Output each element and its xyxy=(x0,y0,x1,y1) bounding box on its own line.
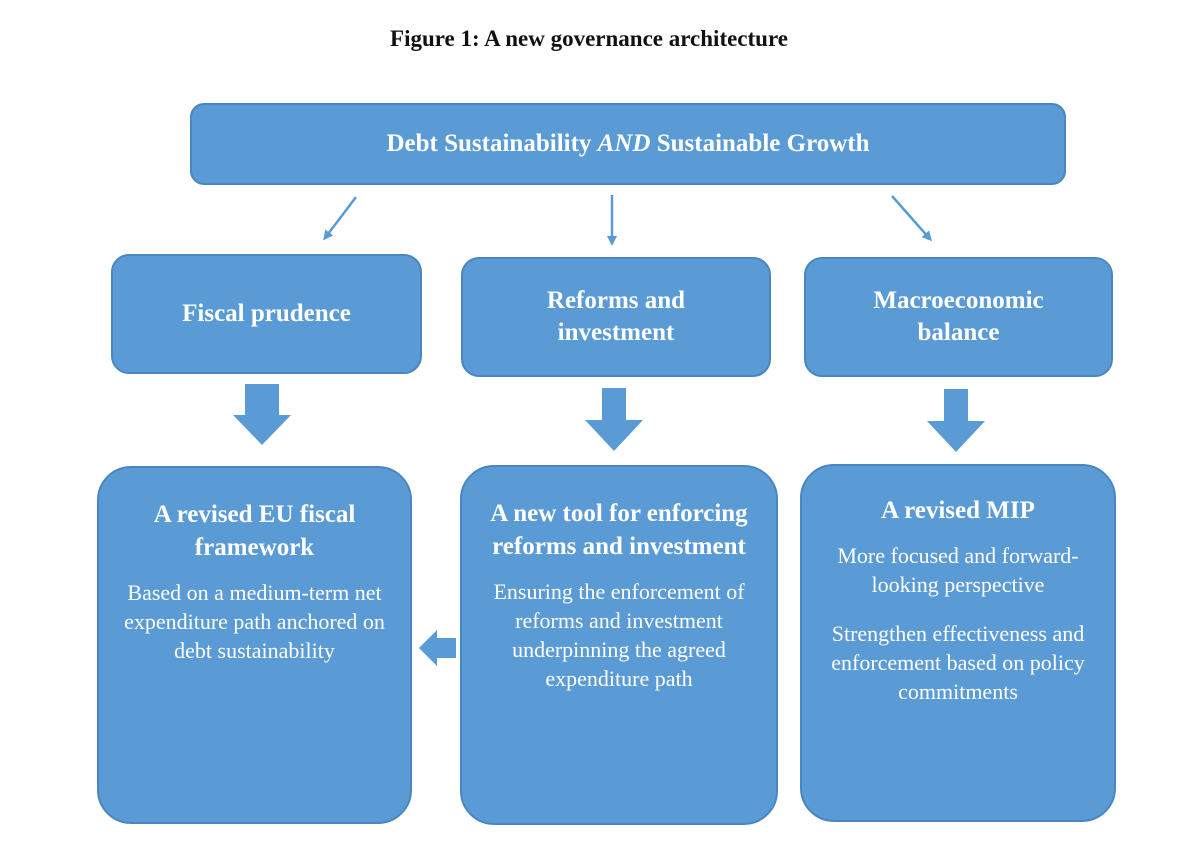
outcome-description: Ensuring the enforcement of reforms and … xyxy=(493,579,745,691)
outcome-title: A revised MIP xyxy=(881,497,1035,524)
thin-arrow-to-macro-balance xyxy=(891,195,932,242)
outcome-revised-fiscal-framework: A revised EU fiscal framework Based on a… xyxy=(97,466,412,824)
pillar-label: Fiscal prudence xyxy=(182,300,351,327)
pillar-reforms-investment: Reforms and investment xyxy=(461,257,771,377)
block-arrow-down-2 xyxy=(585,388,643,451)
outcome-title: A new tool for enforcing reforms and inv… xyxy=(490,500,748,560)
top-goal-label: Debt Sustainability AND Sustainable Grow… xyxy=(387,128,870,160)
top-goal-box: Debt Sustainability AND Sustainable Grow… xyxy=(190,103,1066,185)
top-goal-emphasis: AND xyxy=(597,130,651,157)
block-arrow-down-3 xyxy=(927,389,985,452)
outcome-title: A revised EU fiscal framework xyxy=(153,501,356,561)
pillar-macroeconomic-balance: Macroeconomic balance xyxy=(804,257,1113,377)
pillar-label-line2: investment xyxy=(557,319,675,346)
figure-title: Figure 1: A new governance architecture xyxy=(390,26,788,51)
outcome-description-2: Strengthen effectiveness and enforcement… xyxy=(831,621,1085,704)
top-goal-prefix: Debt Sustainability xyxy=(386,130,598,157)
outcome-revised-mip: A revised MIP More focused and forward-l… xyxy=(800,464,1116,822)
top-goal-suffix: Sustainable Growth xyxy=(650,130,870,157)
pillar-label-line1: Reforms and xyxy=(546,287,686,314)
outcome-new-enforcement-tool: A new tool for enforcing reforms and inv… xyxy=(460,465,778,825)
block-arrow-down-1 xyxy=(233,384,291,445)
thin-arrow-to-fiscal-prudence xyxy=(323,196,357,241)
pillar-label-line1: Macroeconomic xyxy=(873,287,1044,314)
outcome-description: Based on a medium-term net expenditure p… xyxy=(124,580,385,663)
pillar-label-line2: balance xyxy=(917,319,1000,346)
outcome-description: More focused and forward-looking perspec… xyxy=(837,543,1079,597)
pillar-fiscal-prudence: Fiscal prudence xyxy=(111,254,422,374)
block-arrow-left xyxy=(419,630,456,666)
